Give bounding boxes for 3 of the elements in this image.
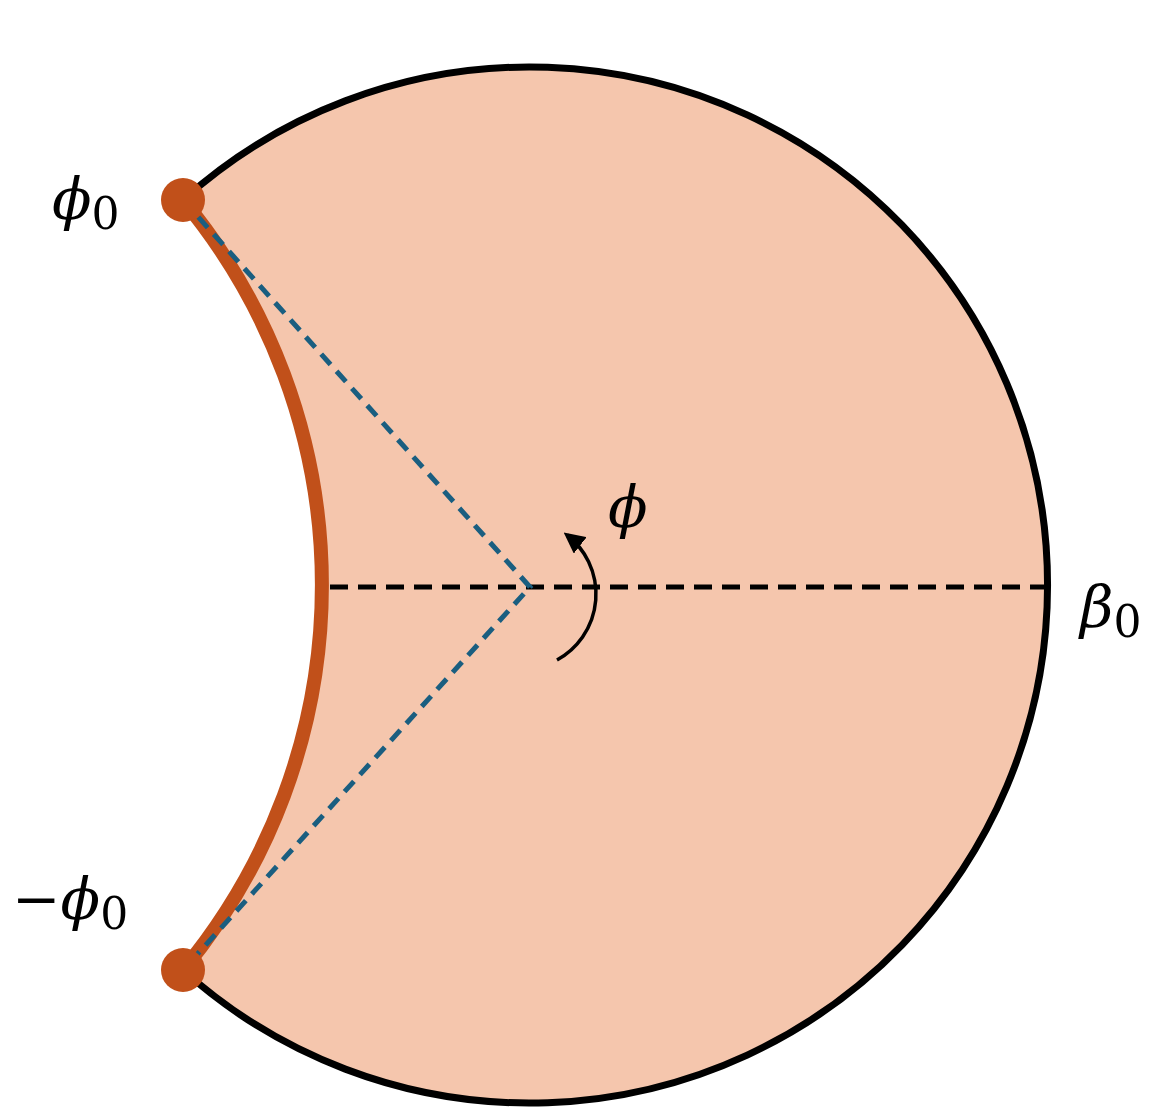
math-label: ϕ$_{0}$ bbox=[52, 170, 120, 236]
math-label: −ϕ$_{0}$ bbox=[12, 870, 129, 936]
math-label: β$_{0}$ bbox=[1080, 578, 1142, 644]
